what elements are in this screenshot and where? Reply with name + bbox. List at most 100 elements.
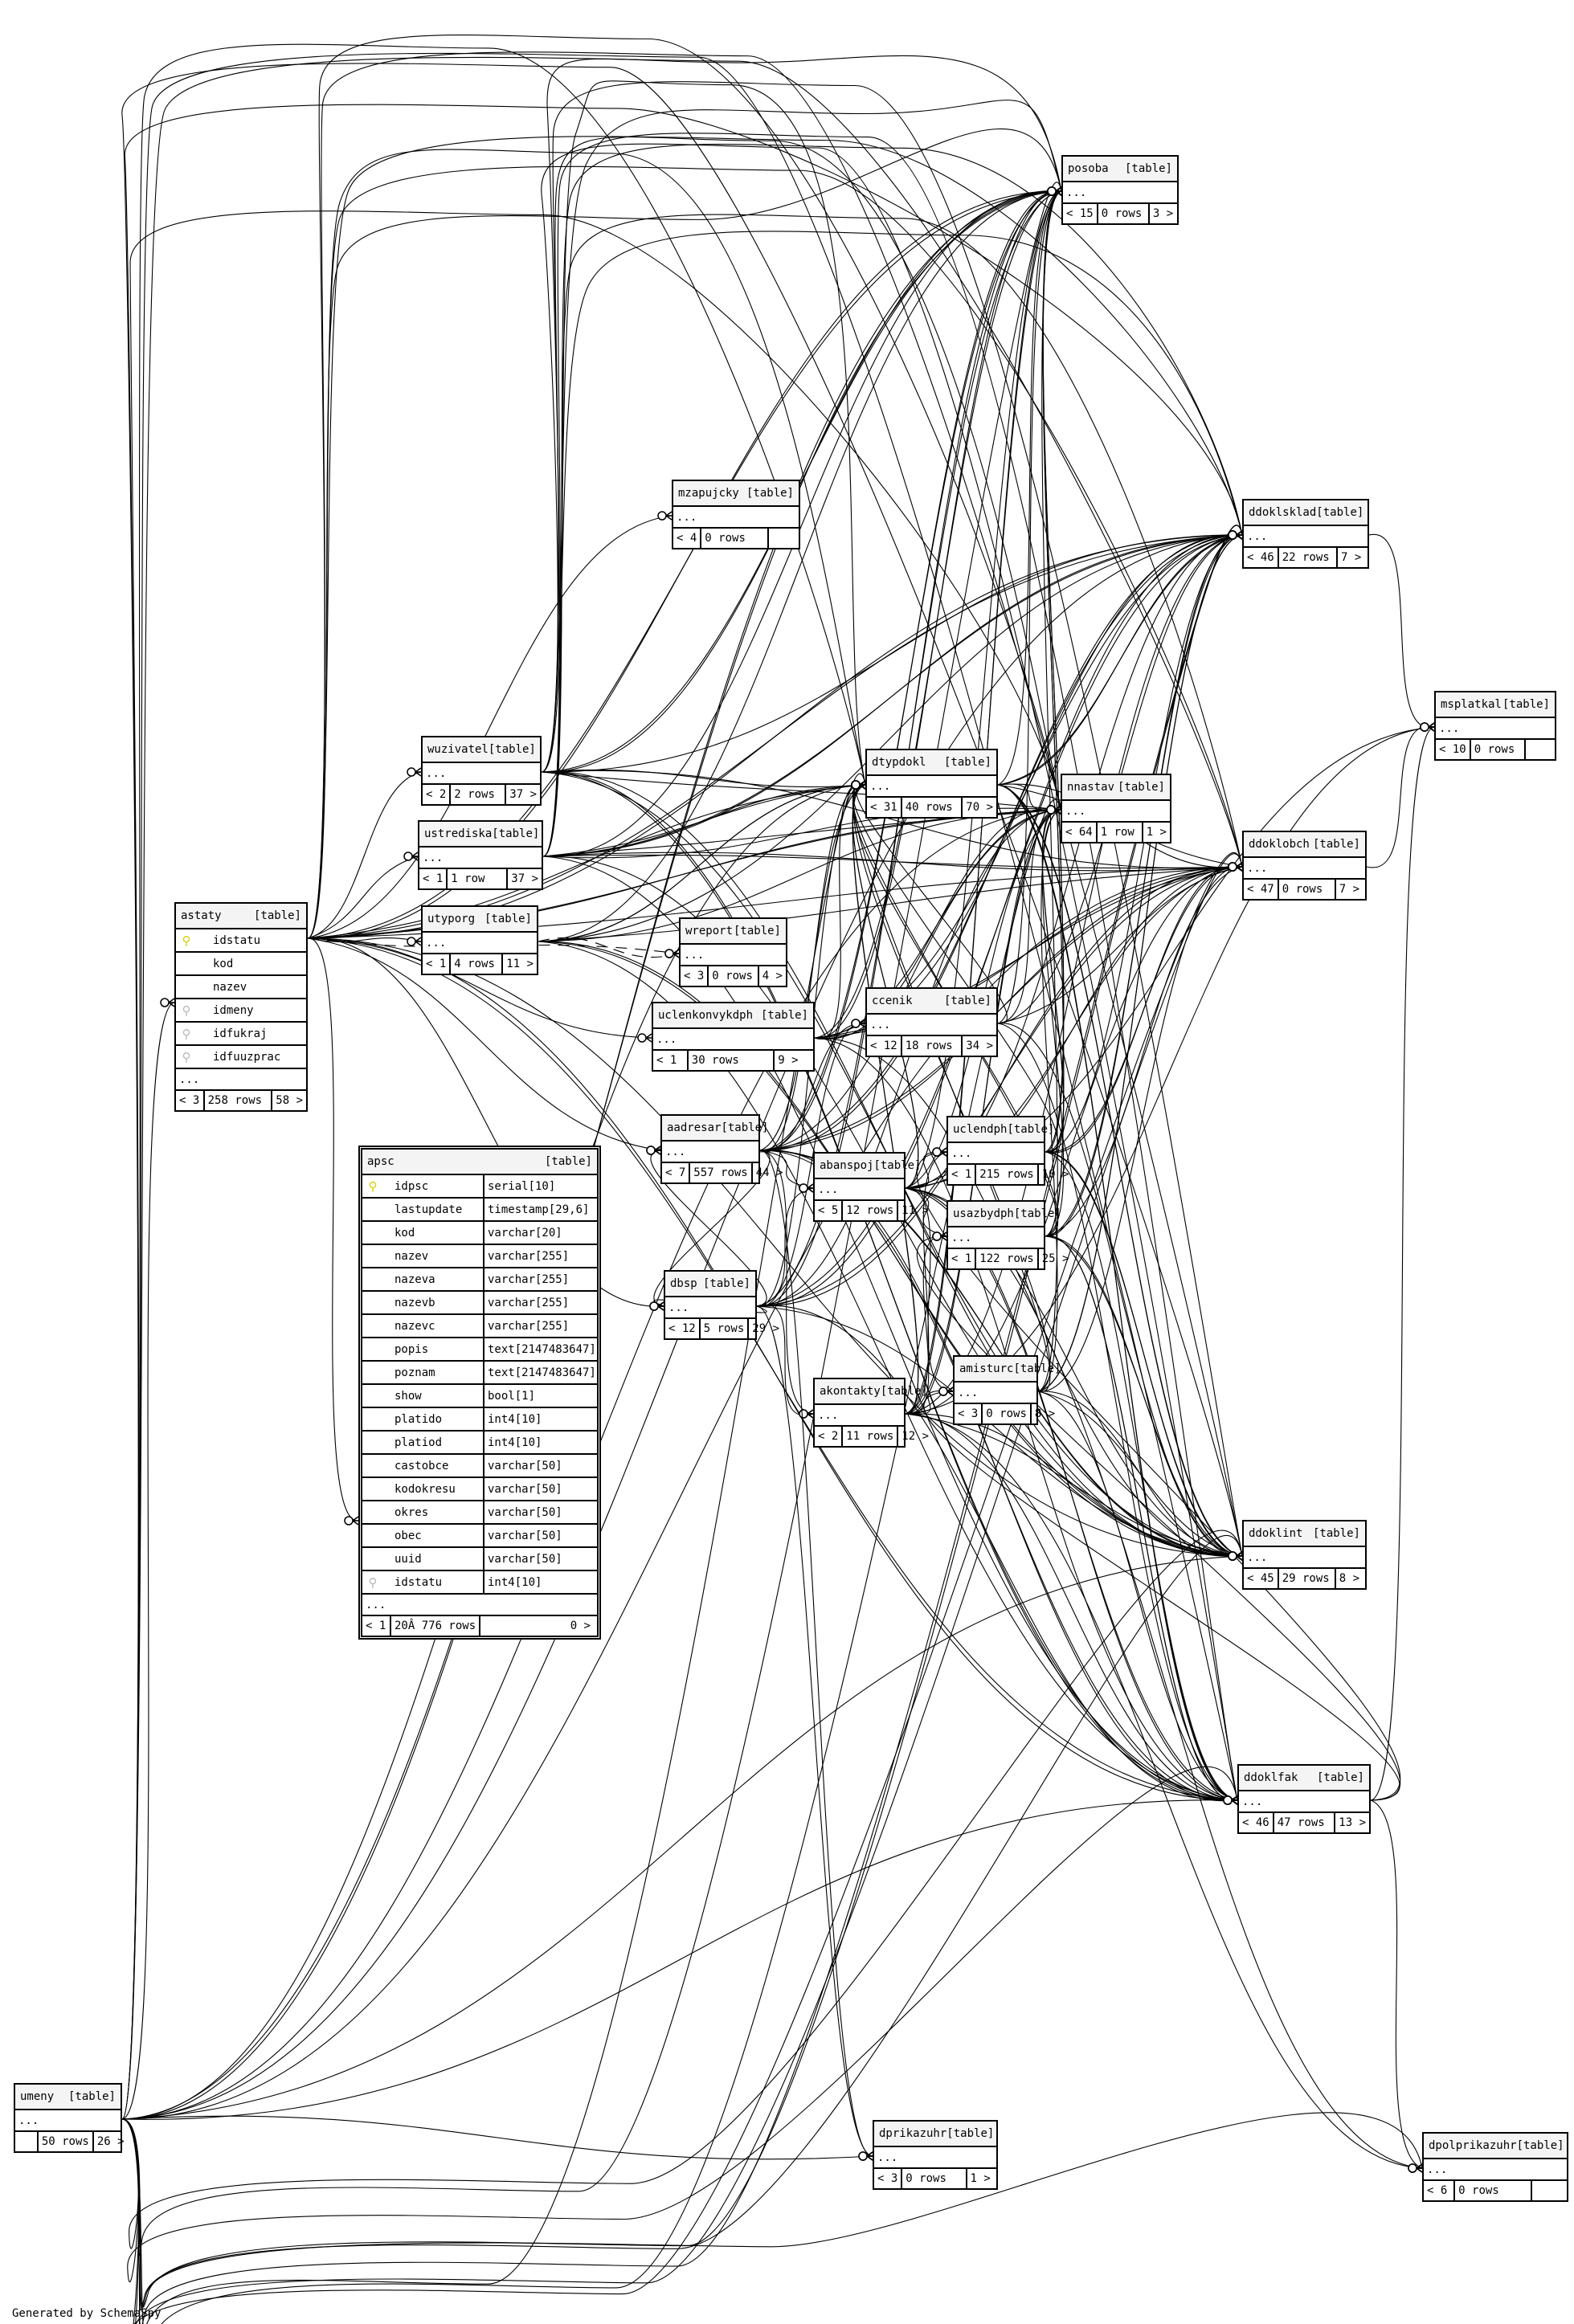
more-columns-ellipsis[interactable]: ... — [1244, 1547, 1365, 1569]
children-link[interactable]: 34 > — [966, 1039, 993, 1052]
table-header[interactable]: posoba[table] — [1063, 157, 1177, 182]
parents-link[interactable]: < 2 — [423, 785, 452, 804]
table-name[interactable]: ustrediska — [424, 827, 493, 840]
table-header[interactable]: wreport[table] — [681, 919, 786, 945]
parents-link[interactable] — [15, 2132, 39, 2151]
table-name[interactable]: aadresar — [667, 1121, 722, 1134]
parents-link[interactable]: < 7 — [662, 1163, 691, 1182]
children-link[interactable]: 11 > — [901, 1204, 930, 1217]
parents-link[interactable]: < 1 — [948, 1165, 977, 1184]
table-name[interactable]: umeny — [20, 2090, 55, 2103]
more-columns-ellipsis[interactable]: ... — [867, 1015, 996, 1036]
children-link[interactable]: 7 > — [1339, 883, 1360, 896]
more-columns-ellipsis[interactable]: ... — [815, 1405, 904, 1427]
table-name[interactable]: mzapujcky — [678, 487, 739, 500]
more-columns-ellipsis[interactable]: ... — [874, 2147, 996, 2169]
table-header[interactable]: ccenik[table] — [867, 989, 996, 1015]
parents-link[interactable]: < 64 — [1062, 823, 1098, 842]
table-name[interactable]: dpolprikazuhr — [1429, 2139, 1517, 2152]
children-link[interactable]: 37 > — [511, 872, 538, 885]
more-columns-ellipsis[interactable]: ... — [955, 1383, 1036, 1404]
more-columns-ellipsis[interactable]: ... — [673, 507, 799, 529]
more-columns-ellipsis[interactable]: ... — [176, 1069, 306, 1091]
children-link[interactable]: 29 > — [752, 1322, 780, 1335]
table-header[interactable]: umeny[table] — [15, 2085, 121, 2110]
parents-link[interactable]: < 12 — [665, 1319, 701, 1338]
children-link[interactable]: 13 > — [1339, 1816, 1366, 1829]
table-name[interactable]: usazbydph — [953, 1207, 1014, 1220]
parents-link[interactable]: < 3 — [955, 1404, 983, 1423]
parents-link[interactable]: < 5 — [815, 1201, 844, 1220]
table-name[interactable]: nnastav — [1067, 781, 1115, 794]
parents-link[interactable]: < 45 — [1244, 1569, 1279, 1588]
table-header[interactable]: astaty[table] — [176, 904, 306, 929]
more-columns-ellipsis[interactable]: ... — [665, 1297, 755, 1319]
table-name[interactable]: abanspoj — [820, 1159, 874, 1172]
more-columns-ellipsis[interactable]: ... — [681, 945, 786, 966]
table-name[interactable]: ddoklfak — [1244, 1771, 1298, 1784]
more-columns-ellipsis[interactable]: ... — [1244, 526, 1368, 548]
column-row[interactable]: ⚲idfukraj — [176, 1023, 306, 1046]
parents-link[interactable]: < 10 — [1436, 740, 1471, 759]
table-name[interactable]: msplatkal — [1441, 698, 1502, 711]
table-name[interactable]: ddoklobch — [1249, 838, 1310, 851]
children-link[interactable]: 12 > — [901, 1430, 930, 1443]
parents-link[interactable]: < 4 — [673, 529, 702, 548]
parents-link[interactable]: < 3 — [176, 1091, 205, 1110]
table-header[interactable]: wuzivatel[table] — [423, 737, 540, 763]
column-row[interactable]: nazev — [176, 976, 306, 999]
more-columns-ellipsis[interactable]: ... — [1062, 801, 1170, 823]
children-link[interactable] — [1526, 740, 1555, 759]
parents-link[interactable]: < 46 — [1239, 1813, 1274, 1832]
table-name[interactable]: ddoklsklad — [1249, 506, 1317, 519]
column-row[interactable]: kod — [176, 953, 306, 976]
parents-link[interactable]: < 1 — [948, 1249, 977, 1268]
table-name[interactable]: dbsp — [670, 1277, 697, 1290]
table-header[interactable]: amisturc[table] — [955, 1357, 1061, 1383]
table-name[interactable]: wreport — [685, 925, 734, 937]
table-name[interactable]: astaty — [181, 909, 222, 922]
more-columns-ellipsis[interactable]: ... — [1244, 858, 1365, 880]
children-link[interactable]: 10 > — [1041, 1168, 1069, 1181]
children-link[interactable]: 8 > — [1034, 1407, 1056, 1420]
table-header[interactable]: dtypdokl[table] — [867, 750, 996, 776]
more-columns-ellipsis[interactable]: ... — [1063, 182, 1177, 204]
parents-link[interactable]: < 3 — [681, 966, 709, 986]
table-header[interactable]: apsc[table] — [362, 1150, 597, 1175]
children-link[interactable]: 1 > — [1146, 826, 1167, 839]
table-header[interactable]: dprikazuhr[table] — [874, 2122, 996, 2147]
table-name[interactable]: apsc — [367, 1155, 395, 1168]
table-header[interactable]: dbsp[table] — [665, 1272, 755, 1297]
table-name[interactable]: uclenkonvykdph — [658, 1009, 754, 1022]
children-link[interactable]: 58 > — [276, 1094, 303, 1107]
table-name[interactable]: wuzivatel — [427, 743, 489, 756]
table-name[interactable]: dtypdokl — [872, 756, 926, 769]
column-row[interactable]: ⚲idfuuzprac — [176, 1046, 306, 1069]
